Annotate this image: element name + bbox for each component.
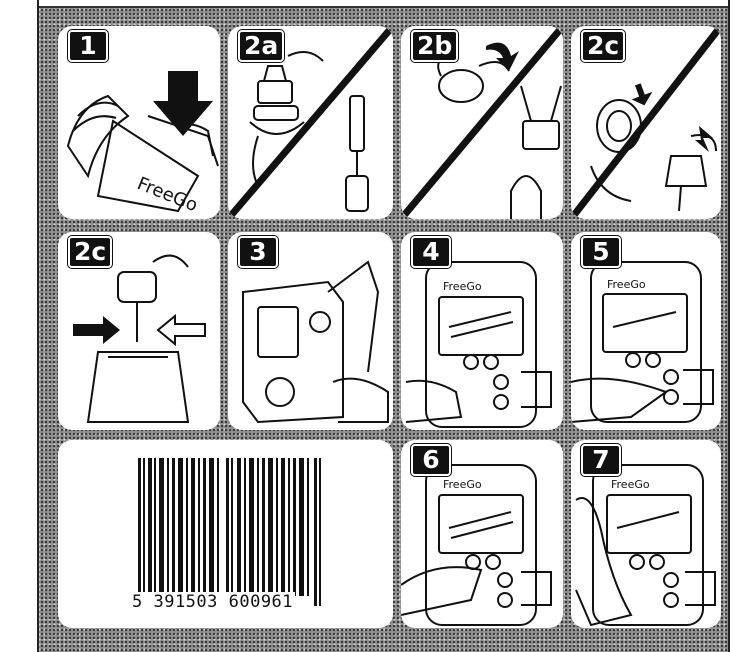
step-2b-panel: 2b [401, 26, 563, 219]
step-number-badge: 2a [238, 30, 284, 62]
step-2c-panel: 2c [571, 26, 721, 219]
step-number-badge: 7 [581, 444, 621, 476]
step-number-badge: 2c [68, 236, 112, 268]
right-margin [728, 0, 738, 652]
arrow-right-icon [73, 316, 120, 344]
step-1-panel: FreeGo 1 [58, 26, 220, 219]
step-5-panel: FreeGo 5 [571, 232, 721, 430]
device-brand-text: FreeGo [443, 280, 482, 293]
step-number-badge: 6 [411, 444, 451, 476]
step-7-panel: FreeGo 7 [571, 440, 721, 628]
device-brand-text: FreeGo [611, 478, 650, 491]
step-number-badge: 2c [581, 30, 625, 62]
step-2a-panel: 2a [228, 26, 393, 219]
top-rule [38, 0, 730, 8]
left-margin [0, 0, 38, 652]
step-number-badge: 1 [68, 30, 108, 62]
step-3-panel: 3 [228, 232, 393, 430]
arrow-left-icon [158, 316, 205, 344]
step-number-badge: 4 [411, 236, 451, 268]
device-brand-text: FreeGo [607, 278, 646, 291]
step-number-badge: 3 [238, 236, 278, 268]
barcode-number: 5 391503 600961 [130, 592, 295, 612]
step-2c-connect-panel: 2c [58, 232, 220, 430]
arrow-rotate-icon [486, 43, 519, 71]
step-6-panel: FreeGo 6 [401, 440, 563, 628]
left-margin-rule [37, 0, 39, 652]
barcode-bars [138, 458, 328, 608]
arrow-down-icon [153, 71, 213, 136]
step-4-panel: FreeGo 4 [401, 232, 563, 430]
device-brand-text: FreeGo [443, 478, 482, 491]
step-number-badge: 5 [581, 236, 621, 268]
barcode-panel: 5 391503 600961 [58, 440, 393, 628]
step-number-badge: 2b [411, 30, 458, 62]
arrow-down-icon [695, 126, 713, 152]
